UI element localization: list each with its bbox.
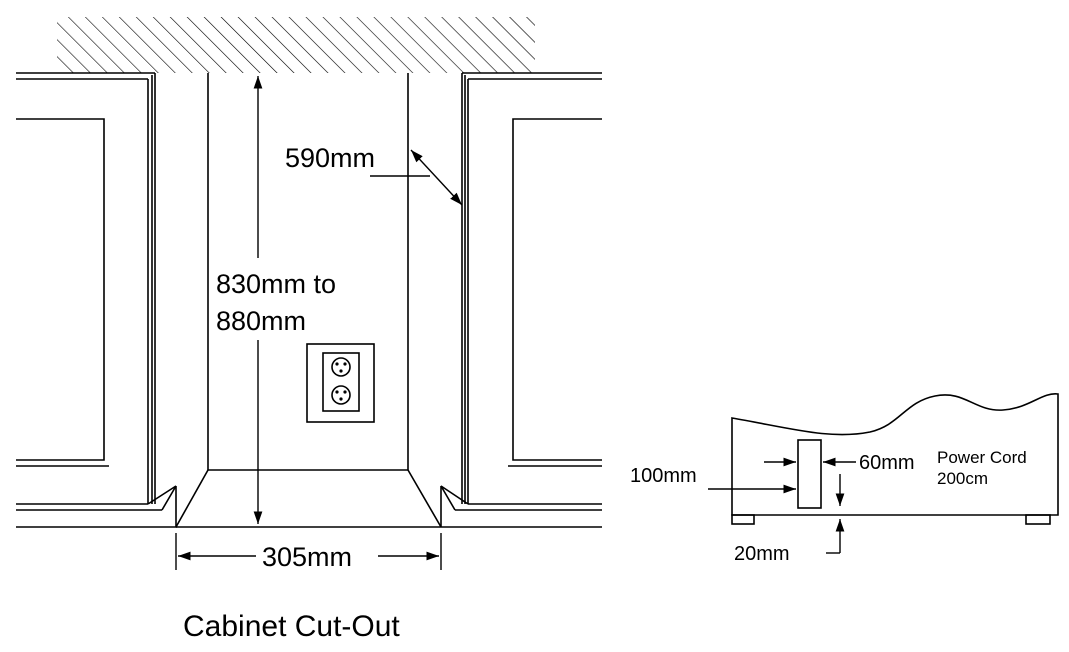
side-offset-label: 100mm (630, 465, 697, 487)
height-label-line1: 830mm to (216, 269, 336, 299)
cabinet-lines (16, 72, 602, 528)
width-label: 305mm (262, 542, 352, 572)
cord-label-line1: Power Cord (937, 448, 1027, 467)
countertop-hatch (57, 17, 535, 73)
power-socket-icon (306, 343, 375, 423)
appliance-dimensions (708, 457, 856, 554)
width-dimension (175, 533, 442, 570)
depth-label: 590mm (285, 143, 375, 173)
plug-width-label: 60mm (859, 452, 915, 474)
height-label-line2: 880mm (216, 306, 306, 336)
cord-label-line2: 200cm (937, 469, 988, 488)
depth-dimension (370, 149, 463, 206)
socket-pins (335, 362, 347, 401)
appliance-outline (731, 393, 1059, 525)
diagram-title: Cabinet Cut-Out (183, 610, 400, 643)
bottom-offset-label: 20mm (734, 543, 790, 565)
